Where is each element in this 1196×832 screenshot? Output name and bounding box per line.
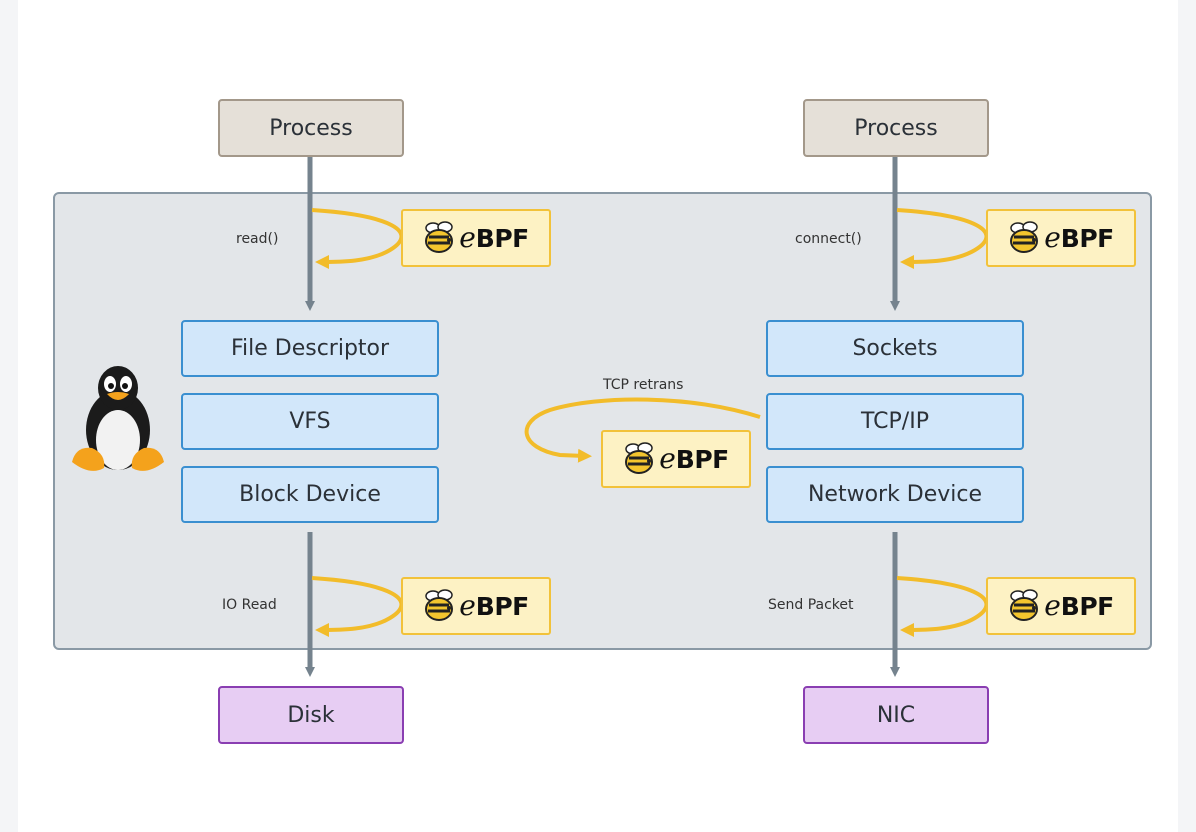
tcp-retrans-label: TCP retrans xyxy=(603,377,684,393)
hook-ioread-curve xyxy=(311,576,404,637)
left-process-label: Process xyxy=(269,115,353,141)
ebpf-bee-icon xyxy=(1010,589,1039,621)
hook-connect-curve xyxy=(896,208,989,269)
tcp-ip-box: TCP/IP xyxy=(766,393,1024,450)
block-device-box: Block Device xyxy=(181,466,439,523)
nic-box: NIC xyxy=(803,686,989,744)
ebpf-bpf-label: BPF xyxy=(675,444,729,474)
read-call-label: read() xyxy=(236,231,279,247)
ebpf-e-label: e xyxy=(459,221,476,254)
right-process-label: Process xyxy=(854,115,938,141)
ebpf-bee-icon xyxy=(1010,221,1039,253)
ebpf-bee-icon xyxy=(425,589,454,621)
tcp-ip-label: TCP/IP xyxy=(861,409,929,434)
ebpf-bpf-label: BPF xyxy=(475,591,529,621)
sockets-box: Sockets xyxy=(766,320,1024,377)
file-descriptor-label: File Descriptor xyxy=(230,336,390,361)
ebpf-e-label: e xyxy=(1044,589,1061,622)
right-process-box: Process xyxy=(803,99,989,157)
ebpf-e-label: e xyxy=(1044,221,1061,254)
hook-tcp-retrans-curve xyxy=(524,397,761,463)
io-read-label: IO Read xyxy=(222,597,277,613)
hook-read-curve xyxy=(311,208,404,269)
hook-sendpacket-curve xyxy=(896,576,989,637)
left-process-box: Process xyxy=(218,99,404,157)
network-device-label: Network Device xyxy=(807,482,983,507)
ebpf-e-label: e xyxy=(459,589,476,622)
block-device-label: Block Device xyxy=(239,482,381,507)
ebpf-bee-icon xyxy=(425,221,454,253)
disk-label: Disk xyxy=(287,702,335,728)
ebpf-bpf-label: BPF xyxy=(1060,223,1114,253)
ebpf-bpf-label: BPF xyxy=(475,223,529,253)
linux-penguin-icon xyxy=(72,366,164,471)
connect-call-label: connect() xyxy=(795,231,862,247)
ebpf-e-label: e xyxy=(659,442,676,475)
vfs-label: VFS xyxy=(289,409,331,434)
send-packet-label: Send Packet xyxy=(768,597,854,613)
disk-box: Disk xyxy=(218,686,404,744)
vfs-box: VFS xyxy=(181,393,439,450)
network-device-box: Network Device xyxy=(766,466,1024,523)
sockets-label: Sockets xyxy=(852,336,938,361)
ebpf-bee-icon xyxy=(625,442,654,474)
nic-label: NIC xyxy=(876,702,916,728)
file-descriptor-box: File Descriptor xyxy=(181,320,439,377)
ebpf-bpf-label: BPF xyxy=(1060,591,1114,621)
